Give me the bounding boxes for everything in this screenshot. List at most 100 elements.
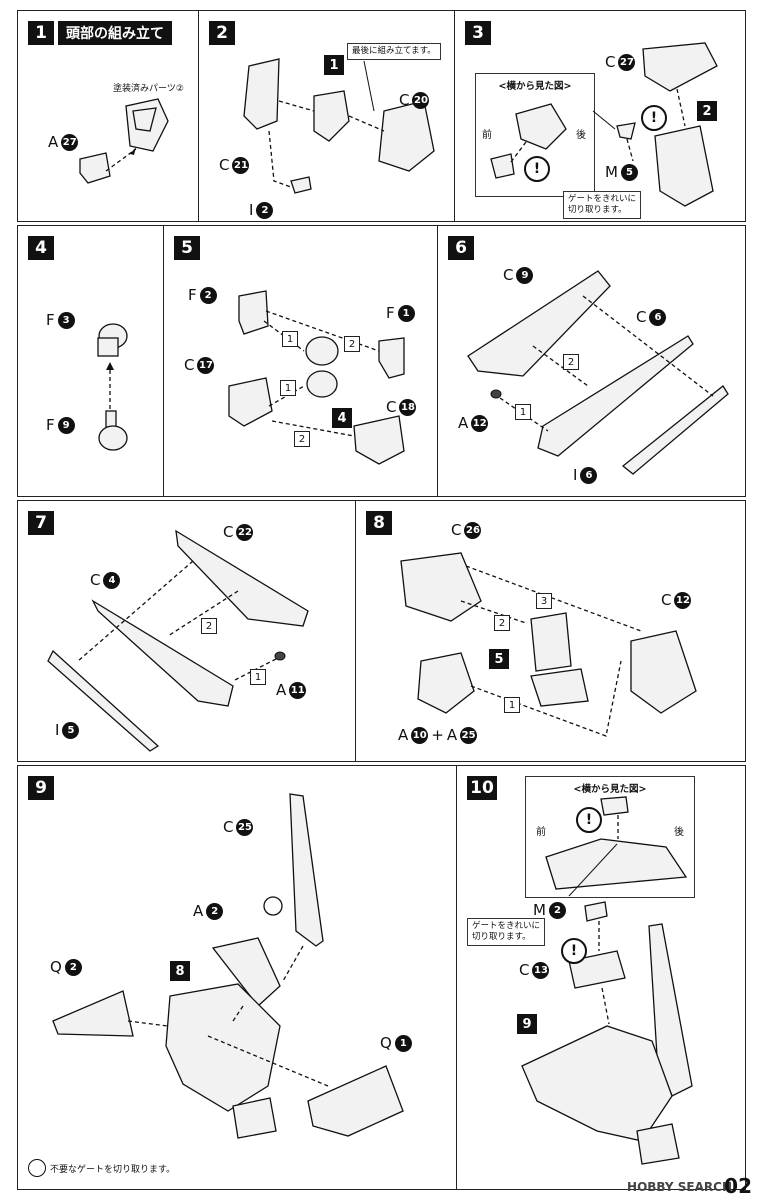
part-letter: C bbox=[219, 156, 230, 174]
ref-step-2: 2 bbox=[697, 101, 717, 121]
part-number-badge: 13 bbox=[532, 961, 550, 979]
body-assembly-illustration bbox=[400, 552, 697, 737]
part-letter: C bbox=[399, 91, 410, 109]
order-marker: 2 bbox=[344, 336, 360, 352]
part-number-badge: 27 bbox=[61, 133, 79, 151]
part-number-badge: 25 bbox=[236, 818, 254, 836]
page-number: 02 bbox=[724, 1174, 752, 1198]
part-letter: A bbox=[276, 681, 287, 699]
step-number: 6 bbox=[448, 236, 474, 260]
part-number-badge: 21 bbox=[232, 156, 250, 174]
part-letter: C bbox=[451, 521, 462, 539]
step-number: 8 bbox=[366, 511, 392, 535]
part-letter: F bbox=[46, 311, 55, 329]
side-view-box: <横から見た図> 前 後 ! bbox=[475, 73, 595, 197]
part-number-badge: 2 bbox=[256, 201, 274, 219]
part-number-badge: 9 bbox=[57, 416, 75, 434]
side-view-box: <横から見た図> 前 後 ! bbox=[525, 776, 695, 898]
part-letter: A bbox=[458, 414, 469, 432]
part-letter: C bbox=[503, 266, 514, 284]
part-number-badge: 26 bbox=[464, 521, 482, 539]
order-marker: 2 bbox=[563, 354, 579, 370]
shoulder-assembly-illustration bbox=[228, 290, 405, 465]
part-letter: I bbox=[55, 721, 60, 739]
back-label: 後 bbox=[674, 827, 684, 838]
part-number-badge: 6 bbox=[580, 466, 598, 484]
part-letter: C bbox=[184, 356, 195, 374]
painted-parts-note: 塗装済みパーツ② bbox=[113, 84, 184, 94]
ref-step-1: 1 bbox=[324, 55, 344, 75]
head-top-assembly bbox=[592, 42, 718, 207]
part-number-badge: 2 bbox=[64, 958, 82, 976]
part-letter: M bbox=[533, 901, 546, 919]
step-number: 2 bbox=[209, 21, 235, 45]
ref-step-8: 8 bbox=[170, 961, 190, 981]
warning-icon: ! bbox=[524, 156, 550, 182]
part-letter: C bbox=[661, 591, 672, 609]
ref-step-4: 4 bbox=[332, 408, 352, 428]
part-letter: A bbox=[48, 133, 59, 151]
part-number-badge: 20 bbox=[412, 91, 430, 109]
step-number: 10 bbox=[467, 776, 497, 800]
part-number-badge: 18 bbox=[399, 398, 417, 416]
part-letter: A bbox=[193, 902, 204, 920]
part-number-badge: 3 bbox=[57, 311, 75, 329]
part-number-badge: 12 bbox=[674, 591, 692, 609]
part-number-badge: 25 bbox=[460, 726, 478, 744]
part-number-badge: 12 bbox=[471, 414, 489, 432]
part-number-badge: 5 bbox=[62, 721, 80, 739]
gate-note-line-1: ゲートをきれいに bbox=[472, 921, 541, 931]
head-part-illustration bbox=[79, 98, 169, 184]
part-letter: I bbox=[249, 201, 254, 219]
step-number: 9 bbox=[28, 776, 54, 800]
step-number: 7 bbox=[28, 511, 54, 535]
side-view-illustration bbox=[490, 103, 567, 179]
order-marker: 2 bbox=[494, 615, 510, 631]
order-marker: 2 bbox=[201, 618, 217, 634]
order-marker: 1 bbox=[282, 331, 298, 347]
chest-assembly-illustration bbox=[521, 843, 693, 1165]
gate-note-line-1: ゲートをきれいに bbox=[568, 194, 637, 204]
part-number-badge: 10 bbox=[411, 726, 429, 744]
part-number-badge: 27 bbox=[618, 53, 636, 71]
part-number-badge: 5 bbox=[620, 163, 638, 181]
part-number-badge: 1 bbox=[397, 304, 415, 322]
part-letter: C bbox=[223, 818, 234, 836]
gate-note-line-2: 切り取ります。 bbox=[472, 932, 531, 943]
gate-footnote: 不要なゲートを切り取ります。 bbox=[50, 1165, 176, 1175]
joint-illustration bbox=[97, 323, 128, 451]
head-assembly-illustration bbox=[243, 58, 435, 194]
back-label: 後 bbox=[576, 130, 586, 141]
wing-7-illustration bbox=[47, 529, 309, 752]
warning-icon: ! bbox=[576, 807, 602, 833]
assembly-callout: 最後に組み立てます。 bbox=[347, 43, 441, 61]
part-letter: C bbox=[519, 961, 530, 979]
gate-note-line-2: 切り取ります。 bbox=[568, 205, 627, 216]
